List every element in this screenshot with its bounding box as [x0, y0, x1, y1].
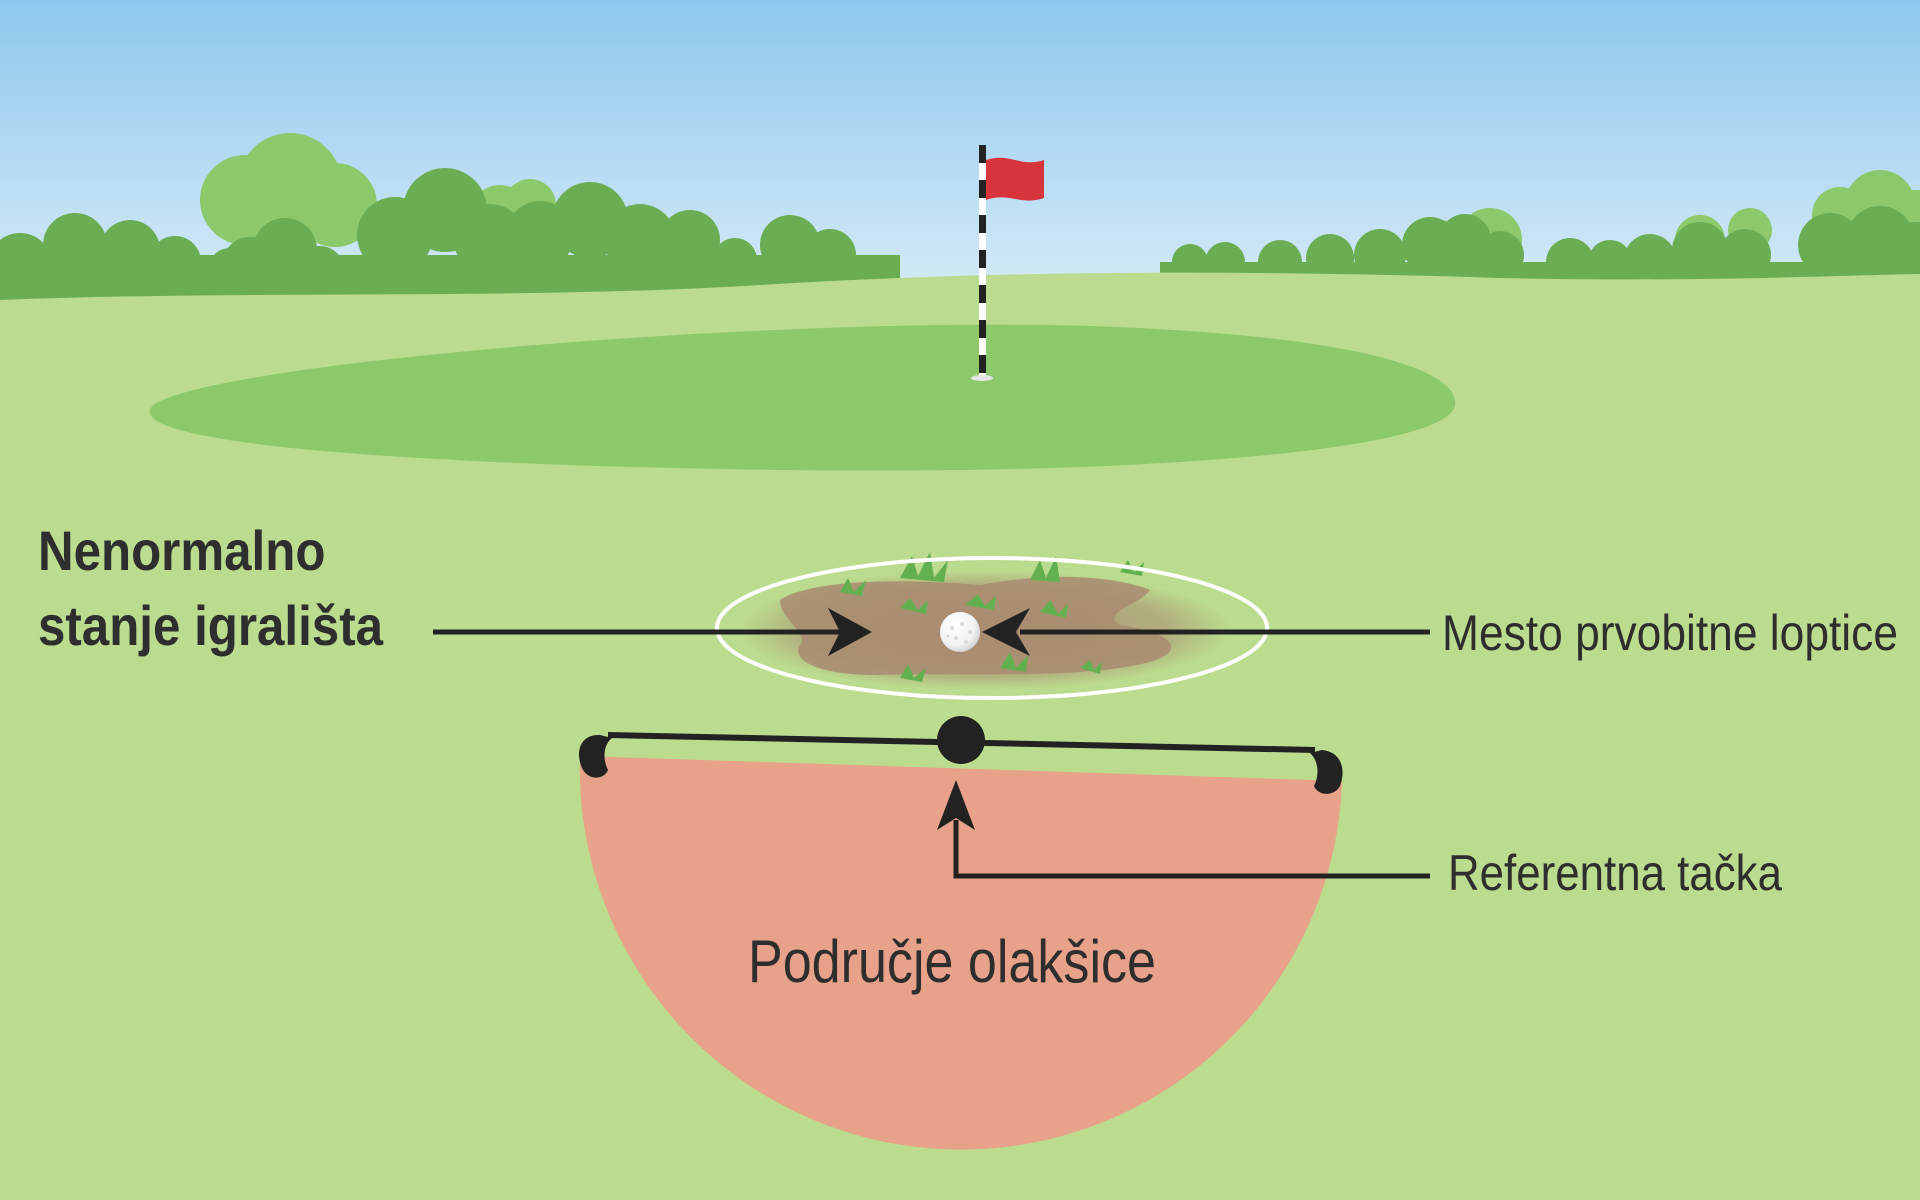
abnormal-condition-pointer-arrow — [433, 608, 872, 656]
golf-ball — [940, 612, 980, 652]
red-flag — [986, 157, 1044, 201]
abnormal-condition-label-line1: Nenormalno — [38, 520, 325, 583]
relief-area-half-circle — [579, 756, 1342, 1150]
golf-ball-dimples — [946, 622, 972, 644]
relief-area-label: Područje olakšice — [748, 928, 1156, 995]
original-ball-pointer-arrow — [982, 608, 1430, 656]
flagstick — [971, 145, 993, 381]
reference-point-pointer-arrow — [937, 780, 1430, 879]
abnormal-condition-boundary — [715, 556, 1269, 700]
putting-green — [149, 324, 1456, 471]
reference-point-label: Referentna tačka — [1448, 845, 1782, 901]
original-ball-spot-label: Mesto prvobitne loptice — [1442, 605, 1898, 661]
reference-point-dot — [937, 716, 985, 764]
abnormal-condition-label-line2: stanje igrališta — [38, 595, 384, 658]
